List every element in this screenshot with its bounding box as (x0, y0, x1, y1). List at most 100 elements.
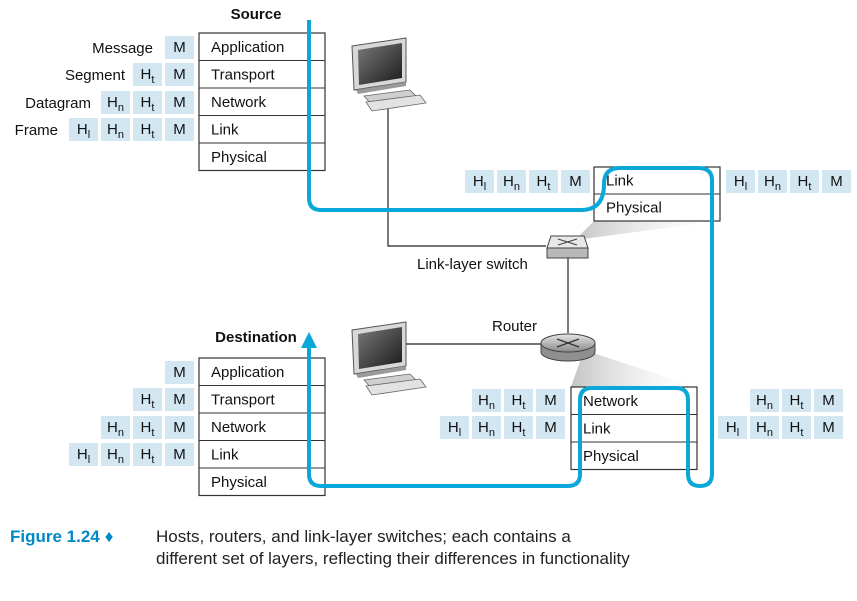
header-cell-m: M (536, 389, 565, 412)
frame-label: Frame (15, 122, 58, 139)
svg-text:Hl: Hl (448, 419, 461, 439)
header-cell-ht: Ht (133, 443, 162, 466)
header-cell-m: M (165, 443, 194, 466)
header-cell-ht: Ht (133, 91, 162, 114)
header-row-src-segment: Ht M (133, 63, 194, 86)
svg-text:Ht: Ht (141, 66, 155, 86)
svg-text:Hl: Hl (473, 173, 486, 193)
svg-text:M: M (830, 173, 843, 190)
header-cell-ht: Ht (133, 388, 162, 411)
header-cell-hn: Hn (758, 170, 787, 193)
layer-label-application: Application (211, 364, 284, 381)
header-cell-m: M (822, 170, 851, 193)
svg-text:Hn: Hn (107, 446, 124, 466)
header-cell-m: M (814, 416, 843, 439)
caption-text: Hosts, routers, and link-layer switches;… (156, 527, 630, 568)
source-title: Source (231, 6, 282, 23)
svg-text:Ht: Ht (798, 173, 812, 193)
header-cell-m: M (814, 389, 843, 412)
svg-text:Ht: Ht (537, 173, 551, 193)
destination-host-computer-icon (351, 321, 427, 396)
svg-text:M: M (173, 121, 186, 138)
svg-text:M: M (822, 392, 835, 409)
header-cell-m: M (165, 361, 194, 384)
caption-diamond-icon: ♦ (104, 527, 114, 546)
header-cell-ht: Ht (133, 118, 162, 141)
svg-text:Hn: Hn (756, 419, 773, 439)
header-row-dst-message: M (165, 361, 194, 384)
header-cell-ht: Ht (504, 389, 533, 412)
header-cell-hl: Hl (440, 416, 469, 439)
host-to-switch-link (387, 108, 546, 247)
header-cell-hl: Hl (69, 118, 98, 141)
header-cell-hn: Hn (750, 389, 779, 412)
svg-text:Hn: Hn (756, 392, 773, 412)
svg-text:Hn: Hn (503, 173, 520, 193)
header-cell-m: M (165, 91, 194, 114)
destination-title: Destination (215, 329, 297, 346)
router-icon (540, 333, 596, 362)
layer-label-physical: Physical (211, 474, 267, 491)
svg-text:M: M (173, 419, 186, 436)
header-row-switch-in-frame: Hl Hn Ht M (465, 170, 590, 193)
header-cell-m: M (165, 36, 194, 59)
layer-label-network: Network (211, 419, 267, 436)
header-cell-ht: Ht (133, 63, 162, 86)
header-cell-m: M (536, 416, 565, 439)
layer-label-application: Application (211, 39, 284, 56)
message-label: Message (92, 40, 153, 57)
svg-text:Ht: Ht (790, 419, 804, 439)
svg-text:Ht: Ht (141, 446, 155, 466)
svg-text:Hl: Hl (726, 419, 739, 439)
svg-text:M: M (569, 173, 582, 190)
header-row-router-out-frame: Hl Hn Ht M (718, 416, 843, 439)
header-cell-hn: Hn (472, 416, 501, 439)
header-cell-ht: Ht (790, 170, 819, 193)
svg-text:M: M (173, 66, 186, 83)
header-cell-ht: Ht (529, 170, 558, 193)
header-cell-hl: Hl (726, 170, 755, 193)
svg-text:M: M (544, 392, 557, 409)
header-row-src-datagram: Hn Ht M (101, 91, 194, 114)
router-label: Router (492, 318, 537, 335)
header-cell-ht: Ht (782, 389, 811, 412)
layer-label-link: Link (211, 446, 239, 463)
header-row-router-out-datagram: Hn Ht M (750, 389, 843, 412)
svg-text:Ht: Ht (512, 392, 526, 412)
source-host-computer-icon (351, 37, 427, 112)
header-cell-m: M (165, 63, 194, 86)
layer-label-physical: Physical (583, 448, 639, 465)
svg-text:M: M (822, 419, 835, 436)
header-row-router-in-datagram: Hn Ht M (472, 389, 565, 412)
layer-label-physical: Physical (606, 200, 662, 217)
svg-text:Hl: Hl (77, 121, 90, 141)
layer-label-network: Network (583, 393, 639, 410)
router-stack-fan (571, 350, 697, 387)
svg-text:Ht: Ht (141, 121, 155, 141)
switch-label: Link-layer switch (417, 256, 528, 273)
arrowhead-icon (301, 332, 317, 348)
layer-label-link: Link (583, 420, 611, 437)
segment-label: Segment (65, 67, 126, 84)
layer-label-transport: Transport (211, 66, 275, 83)
svg-text:Hn: Hn (107, 419, 124, 439)
svg-text:M: M (173, 364, 186, 381)
header-cell-hl: Hl (718, 416, 747, 439)
switch-stack-fan (575, 221, 720, 240)
header-cell-hn: Hn (472, 389, 501, 412)
link-layer-switch-icon (546, 235, 589, 259)
svg-text:Ht: Ht (141, 94, 155, 114)
header-row-src-message: M (165, 36, 194, 59)
header-cell-hn: Hn (101, 91, 130, 114)
caption-figure-number: Figure 1.24 (10, 527, 100, 546)
